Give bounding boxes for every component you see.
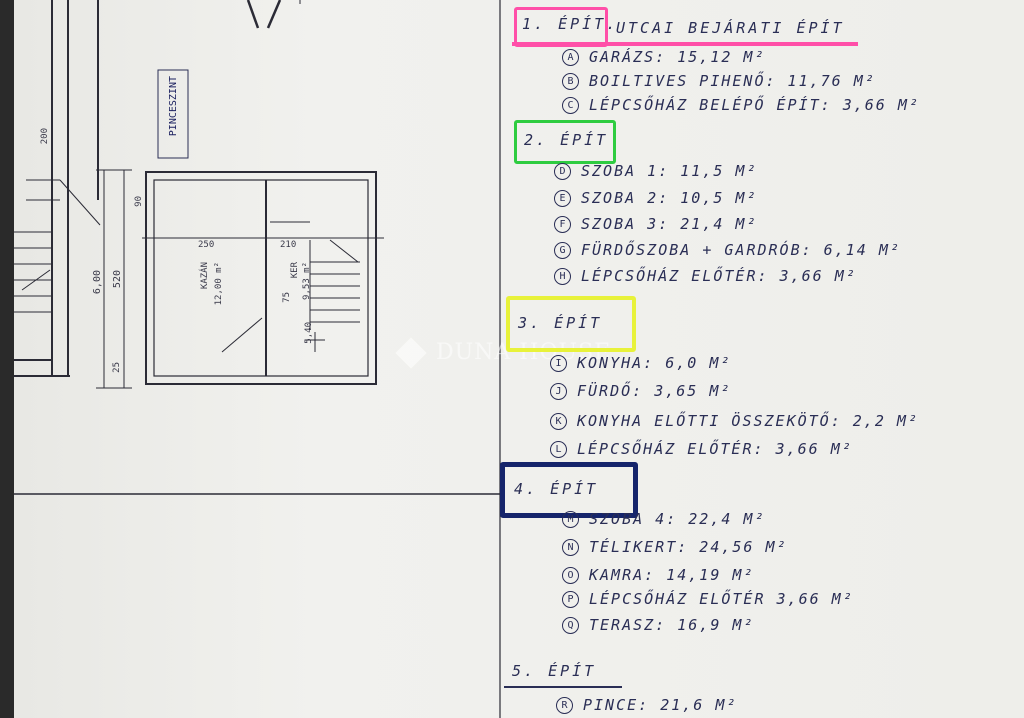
room2-label: KER (290, 262, 300, 279)
section-5-heading: 5. ÉPÍT (512, 662, 597, 680)
section-2-highlight (514, 120, 616, 164)
watermark-logo-icon (395, 337, 427, 369)
section-1-underline (512, 42, 858, 46)
section-4-heading: 4. ÉPÍT (514, 480, 599, 498)
dimension-height-2: 520 (112, 270, 123, 289)
section-3-highlight (506, 296, 636, 352)
dimension-3: 250 (198, 240, 215, 250)
dimension-5: 5,40 (304, 322, 314, 344)
dimension-6: 200 (40, 128, 50, 145)
dimension-1: 25 (112, 362, 122, 373)
stair-label: PINCESZINT (168, 76, 179, 137)
boiler-room-area: 12,00 m² (214, 262, 224, 306)
section-2-heading: 2. ÉPÍT (524, 131, 609, 149)
dimension-7: 75 (282, 292, 292, 303)
watermark: DUNA HOUSE (395, 337, 611, 369)
boiler-room-label: KAZÁN (200, 262, 210, 290)
dimension-4: 210 (280, 240, 297, 250)
section-1-heading: 1. ÉPÍT. (522, 15, 619, 33)
section-5-underline (504, 686, 622, 688)
dimension-height-1: 6,00 (92, 270, 103, 295)
dimension-2: 90 (134, 196, 144, 207)
paper-sheet (14, 0, 1024, 718)
room2-area: 9,53 m² (302, 262, 312, 300)
section-3-heading: 3. ÉPÍT (518, 314, 603, 332)
section-1-subtitle: UTCAI BEJÁRATI ÉPÍT (616, 19, 845, 37)
